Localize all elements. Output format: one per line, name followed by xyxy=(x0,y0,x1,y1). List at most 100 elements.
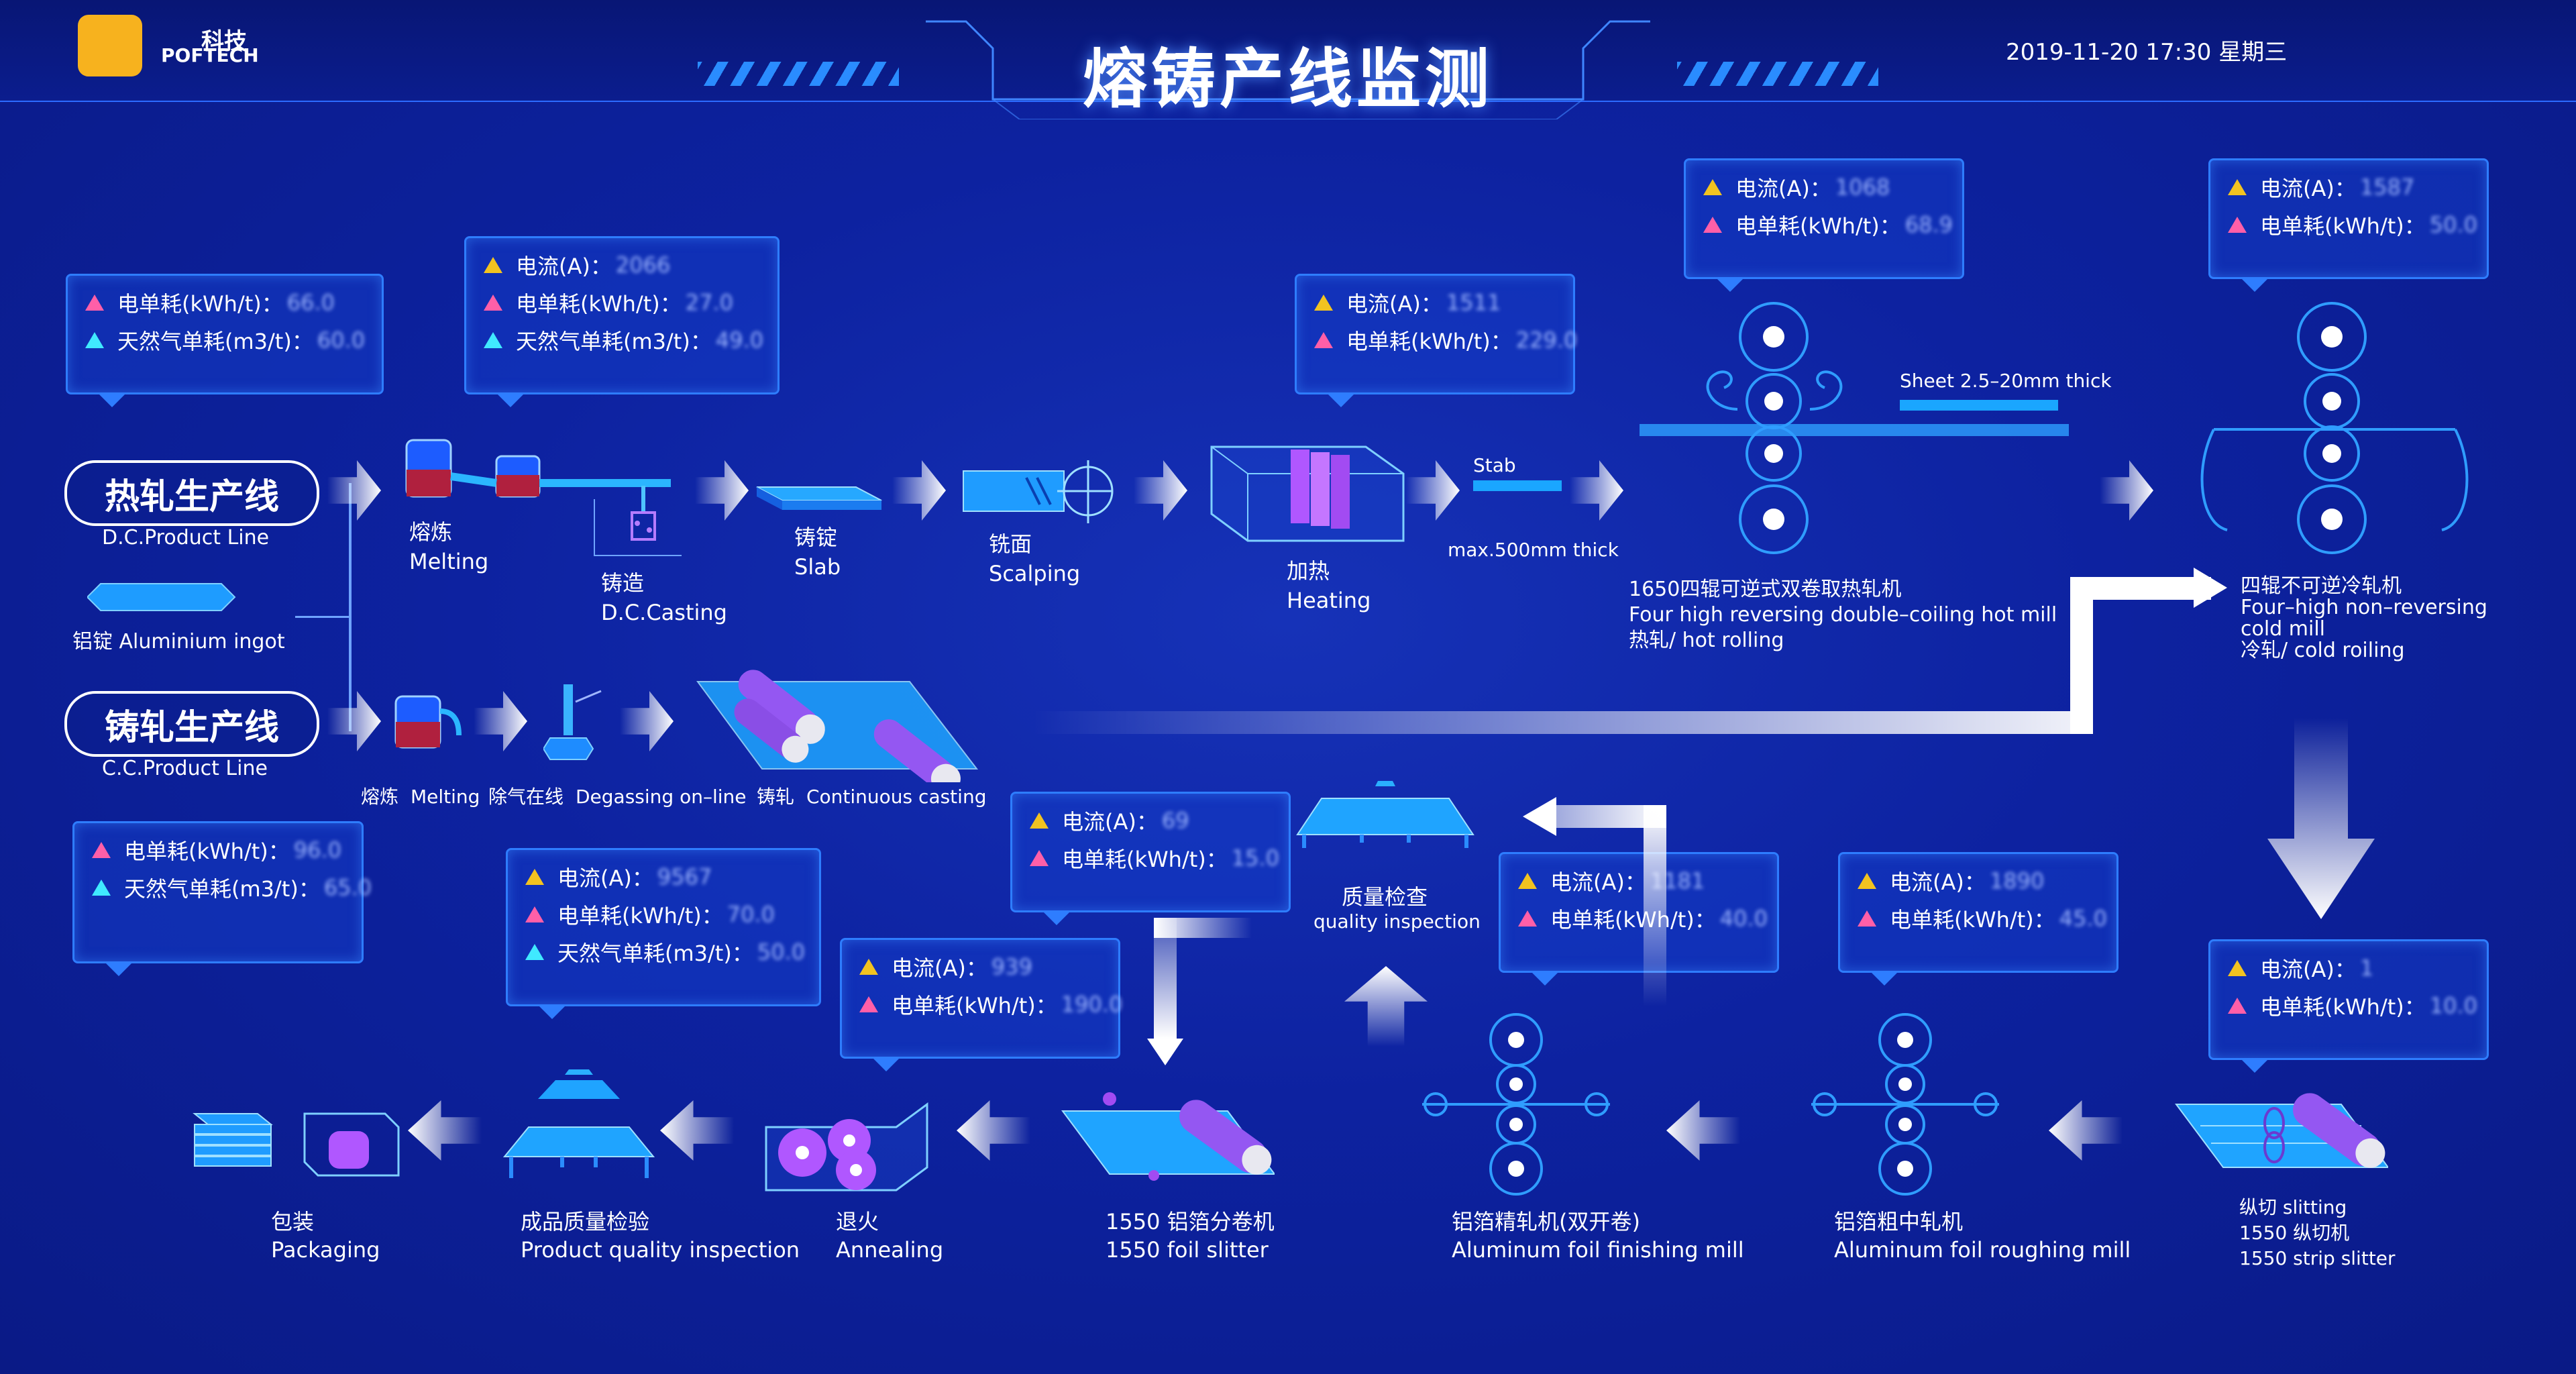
heating-cn: 加热 xyxy=(1287,558,1330,584)
connector-vertical xyxy=(349,483,352,731)
metric-label: 电单耗(kWh/t)： xyxy=(892,993,1057,1018)
metric-value: 10.0 xyxy=(2429,993,2478,1018)
metric-value: 70.0 xyxy=(727,902,775,927)
degassing-icon xyxy=(543,684,602,760)
casting-en: D.C.Casting xyxy=(601,600,727,625)
metric-row: 天然气单耗(m3/t)：50.0 xyxy=(525,933,806,971)
metric-label: 电流(A)： xyxy=(1890,869,1986,895)
triangle-icon xyxy=(2228,960,2247,976)
metric-value: 45.0 xyxy=(2059,906,2108,931)
metric-row: 电流(A)：1 xyxy=(2228,949,2469,987)
datetime: 2019-11-20 17:30 星期三 xyxy=(2006,39,2288,66)
logo-subtext: POFTECH xyxy=(161,44,259,66)
cc-line-pill[interactable]: 铸轧生产线 xyxy=(64,691,319,757)
metric-label: 天然气单耗(m3/t)： xyxy=(516,329,712,354)
metric-label: 电流(A)： xyxy=(557,865,653,891)
metric-label: 电单耗(kWh/t)： xyxy=(2260,213,2426,239)
flow-arrow xyxy=(2100,460,2153,521)
metric-value: 50.0 xyxy=(2429,212,2478,237)
triangle-icon xyxy=(859,959,878,975)
stab-thick-label: max.500mm thick xyxy=(1448,539,1619,561)
metric-row: 电流(A)：1511 xyxy=(1314,284,1556,321)
title-frame xyxy=(926,20,1650,119)
cc-step-3: 除气在线 xyxy=(488,786,564,808)
metric-value: 27.0 xyxy=(685,290,734,315)
cc-melting-icon xyxy=(394,695,462,749)
continuous-casting-icon xyxy=(696,670,979,782)
flow-arrow xyxy=(1570,460,1623,521)
metric-value: 1890 xyxy=(1989,868,2045,894)
quality-en: quality inspection xyxy=(1313,910,1481,933)
metric-row: 电单耗(kWh/t)：10.0 xyxy=(2228,987,2477,1024)
dc-line-pill[interactable]: 热轧生产线 xyxy=(64,460,319,526)
quality-cn: 质量检查 xyxy=(1342,884,1428,910)
metric-label: 天然气单耗(m3/t)： xyxy=(117,329,313,354)
triangle-icon xyxy=(525,869,544,885)
cc-step-4: Degassing on–line xyxy=(576,786,747,808)
metric-value: 939 xyxy=(991,954,1032,980)
metric-label: 电流(A)： xyxy=(2260,176,2356,201)
metric-value: 50.0 xyxy=(757,939,806,965)
metric-row: 天然气单耗(m3/t)：49.0 xyxy=(484,321,763,359)
triangle-icon xyxy=(92,880,111,896)
metric-value: 9567 xyxy=(657,864,712,890)
slitting-icon xyxy=(2175,1093,2388,1168)
cc-step-6: Continuous casting xyxy=(806,786,987,808)
product-inspection-icon xyxy=(502,1069,655,1178)
triangle-icon xyxy=(1703,217,1722,233)
slitting-line-3: 1550 strip slitter xyxy=(2239,1247,2396,1269)
metric-label: 电单耗(kWh/t)： xyxy=(2260,994,2426,1020)
metric-label: 电单耗(kWh/t)： xyxy=(1550,907,1716,933)
flow-arrow xyxy=(892,460,946,521)
metric-label: 电流(A)： xyxy=(1550,869,1646,895)
scalping-icon xyxy=(963,460,1114,523)
metric-label: 电单耗(kWh/t)： xyxy=(557,903,723,929)
flow-arrow xyxy=(695,460,749,521)
metric-value: 15.0 xyxy=(1231,845,1280,871)
metric-row: 电单耗(kWh/t)：45.0 xyxy=(1858,900,2107,937)
metric-row: 电单耗(kWh/t)：15.0 xyxy=(1030,839,1279,877)
cold-mill-label-en: Four–high non–reversing xyxy=(2241,596,2487,619)
metric-value: 68.9 xyxy=(1904,212,1953,237)
metric-row: 天然气单耗(m3/t)：60.0 xyxy=(85,321,366,359)
metric-row: 电单耗(kWh/t)：229.0 xyxy=(1314,321,1577,359)
metric-label: 电流(A)： xyxy=(892,955,987,981)
flow-arrow-left xyxy=(408,1100,482,1161)
flow-arrow-left xyxy=(660,1100,734,1161)
metric-row: 电流(A)：9567 xyxy=(525,858,802,896)
triangle-icon xyxy=(2228,998,2247,1014)
metric-value: 60.0 xyxy=(317,327,366,353)
casting-icon xyxy=(594,486,682,556)
metric-row: 天然气单耗(m3/t)：65.0 xyxy=(92,869,372,906)
sheet-label: Sheet 2.5–20mm thick xyxy=(1900,370,2112,392)
metric-value: 69 xyxy=(1161,808,1189,833)
metric-label: 电单耗(kWh/t)： xyxy=(1890,907,2055,933)
metric-value: 1068 xyxy=(1835,174,1890,200)
page-title: 熔铸产线监测 xyxy=(1083,42,1493,117)
packaging-en: Packaging xyxy=(271,1237,380,1263)
dc-line-name: 热轧生产线 xyxy=(104,476,279,517)
annealing-furnace-icon xyxy=(765,1102,928,1192)
route-left-finishing xyxy=(1556,805,1666,828)
metric-value: 1511 xyxy=(1446,290,1501,315)
roughing-mill-icon xyxy=(1811,1013,1999,1196)
slab-cn: 铸锭 xyxy=(794,525,838,550)
hot-mill-label-cn: 1650四辊可逆式双卷取热轧机 xyxy=(1629,578,1902,601)
triangle-icon xyxy=(85,295,104,311)
cold-mill-label-en2: cold mill xyxy=(2241,617,2325,641)
triangle-icon xyxy=(525,906,544,922)
header-stripes-left xyxy=(698,62,899,86)
slab-icon xyxy=(756,486,882,510)
scalping-en: Scalping xyxy=(989,561,1081,586)
flow-arrow xyxy=(474,691,527,751)
metric-label: 电单耗(kWh/t)： xyxy=(1346,329,1512,354)
route-up-finishing xyxy=(1644,805,1666,1006)
triangle-icon xyxy=(1030,850,1049,866)
triangle-icon xyxy=(484,295,502,311)
triangle-icon xyxy=(1314,332,1333,348)
triangle-icon xyxy=(1314,295,1333,311)
product-qc-cn: 成品质量检验 xyxy=(521,1209,650,1234)
